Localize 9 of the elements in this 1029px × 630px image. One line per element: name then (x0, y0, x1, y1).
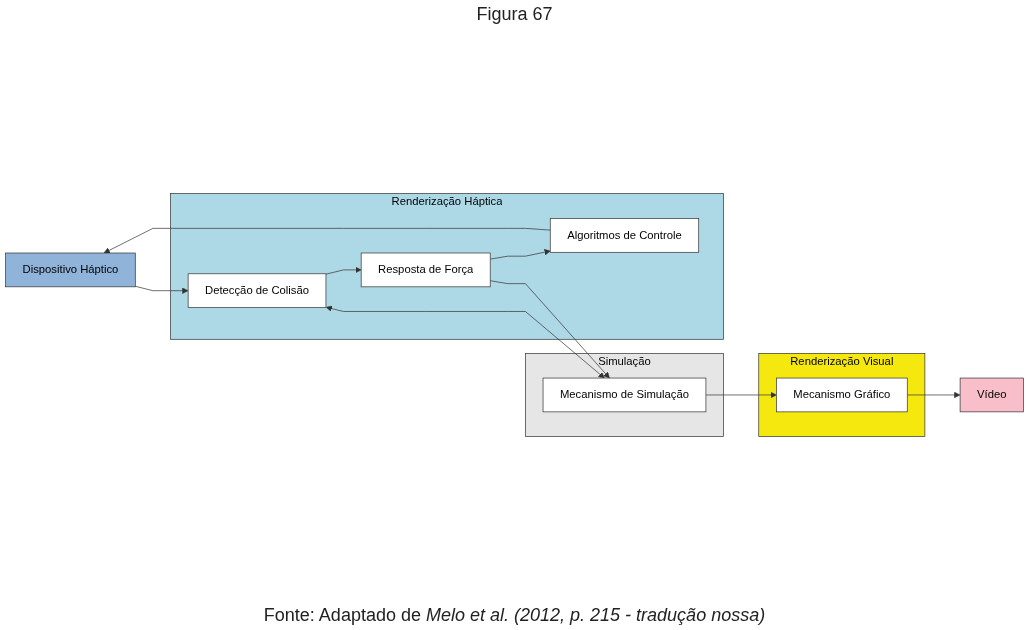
figure-caption: Fonte: Adaptado de Melo et al. (2012, p. 215 - tradução nossa) (263, 605, 766, 626)
node-box: Resposta de Força (360, 252, 491, 288)
node-box: Mecanismo Gráfico (776, 377, 908, 413)
node-box: Algoritmos de Controle (549, 218, 700, 253)
node-box: Mecanismo de Simulação (542, 377, 707, 413)
node-box: Vídeo (959, 377, 1024, 413)
node-box: Dispositivo Háptico (5, 252, 136, 288)
node-box: Detecção de Colisão (187, 273, 327, 308)
figure-title: Figura 67 (476, 4, 553, 25)
